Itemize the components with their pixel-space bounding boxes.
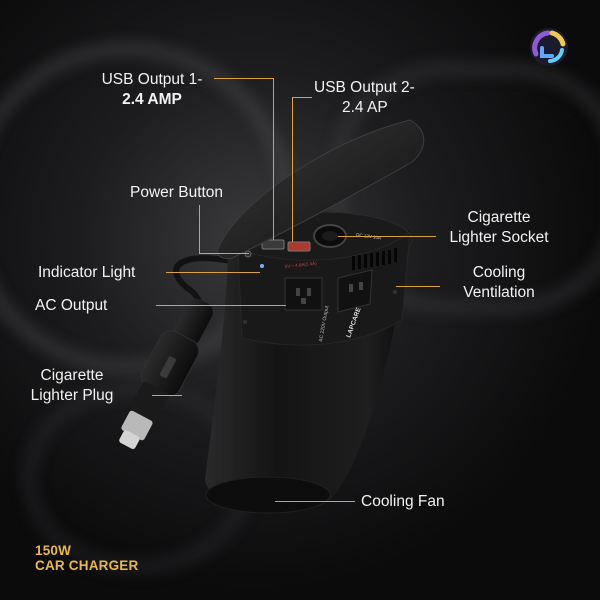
charger-lid [217, 119, 425, 259]
power-button [244, 250, 252, 258]
ventilation-slots [352, 248, 397, 270]
fan-leader [275, 501, 355, 502]
brand-logo-icon [530, 28, 568, 66]
label-indicator-light: Indicator Light [38, 264, 136, 281]
indicator-light [260, 264, 264, 268]
product-title-line2: CAR CHARGER [35, 558, 139, 573]
usb2-leader-h [292, 97, 312, 98]
vent-leader [396, 286, 440, 287]
label-cooling-ventilation: Cooling Ventilation [463, 264, 535, 301]
cooling-fan-base [205, 476, 331, 514]
label-cigarette-socket: Cigarette Lighter Socket [449, 209, 549, 246]
label-cigarette-plug: Cigarette Lighter Plug [30, 367, 114, 404]
indicator-leader [166, 272, 260, 273]
plug-leader [152, 395, 182, 396]
ac-outlet [284, 277, 323, 311]
socket-leader [338, 236, 436, 237]
ac-leader [156, 305, 286, 306]
usb1-leader-v [273, 78, 274, 240]
label-usb-output-1: USB Output 1- 2.4 AMP [101, 71, 203, 108]
label-usb-output-2: USB Output 2- 2.4 AP [314, 79, 415, 116]
usb1-leader-h [214, 78, 274, 79]
ac-outlet-2 [337, 269, 373, 313]
label-power-button: Power Button [130, 184, 224, 201]
product-title: 150W CAR CHARGER [35, 543, 138, 573]
usb-port-2 [287, 241, 311, 252]
usb-port-1 [261, 239, 285, 250]
usb2-leader-v [292, 97, 293, 242]
usb-print: 5V⎓ 4.8A(2.4A) [285, 261, 318, 269]
power-leader-v [199, 205, 200, 253]
power-leader-h [199, 253, 249, 254]
product-title-line1: 150W [35, 543, 72, 558]
cigarette-lighter-plug [119, 298, 213, 449]
label-cooling-fan: Cooling Fan [361, 493, 445, 510]
label-ac-output: AC Output [35, 297, 108, 314]
